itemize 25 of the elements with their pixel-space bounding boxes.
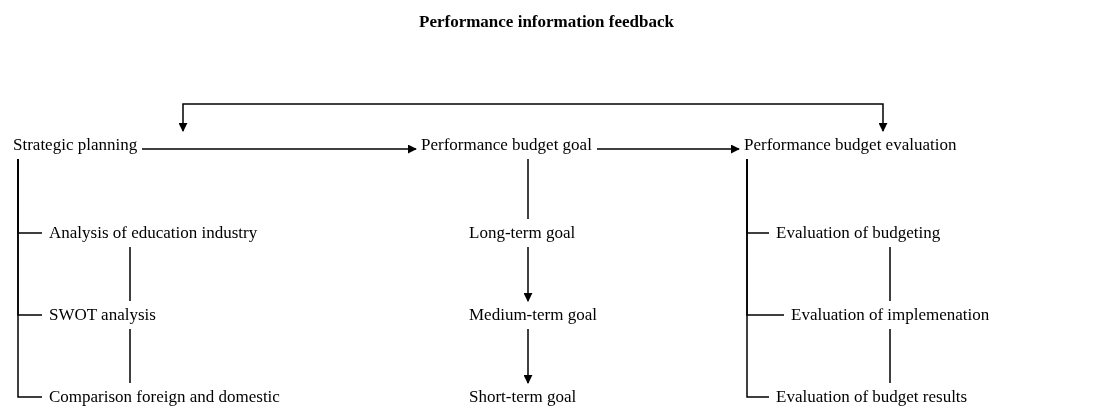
arrow <box>523 246 533 302</box>
node-label: Strategic planning <box>12 135 139 155</box>
connector-line <box>527 158 529 220</box>
node-label: Long-term goal <box>468 223 577 243</box>
node-label: Comparison foreign and domestic <box>48 387 281 407</box>
connector-line <box>889 328 891 384</box>
connector-line <box>746 158 770 398</box>
arrow <box>523 328 533 384</box>
node-label: Performance budget goal <box>420 135 593 155</box>
node-label: SWOT analysis <box>48 305 157 325</box>
connector-line <box>129 246 131 302</box>
arrow <box>178 103 888 132</box>
node-label: Evaluation of budget results <box>775 387 969 407</box>
node-label: Evaluation of implemenation <box>790 305 991 325</box>
arrow <box>596 144 740 154</box>
connector-line <box>889 246 891 302</box>
arrow <box>141 144 417 154</box>
node-label: Medium-term goal <box>468 305 598 325</box>
connector-line <box>17 158 43 398</box>
connector-line <box>129 328 131 384</box>
node-label: Short-term goal <box>468 387 578 407</box>
node-label: Evaluation of budgeting <box>775 223 942 243</box>
node-label: Performance budget evaluation <box>743 135 958 155</box>
diagram-title: Performance information feedback <box>418 12 675 32</box>
node-label: Analysis of education industry <box>48 223 259 243</box>
